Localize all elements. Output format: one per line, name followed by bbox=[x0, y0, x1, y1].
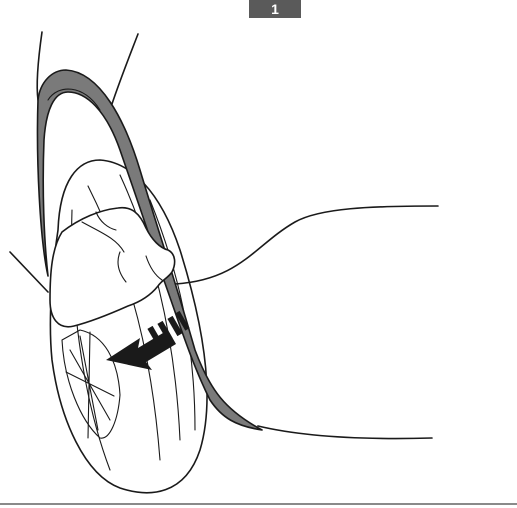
lower-sill-line bbox=[258, 426, 432, 439]
step-number-badge: 1 bbox=[249, 0, 301, 18]
wheel-arch-edge bbox=[10, 252, 48, 292]
body-crease-line bbox=[175, 206, 438, 284]
body-edge-line bbox=[110, 34, 138, 110]
wheel-spoke-3 bbox=[66, 372, 114, 396]
bottom-divider bbox=[0, 503, 517, 505]
step-number-label: 1 bbox=[271, 1, 279, 17]
